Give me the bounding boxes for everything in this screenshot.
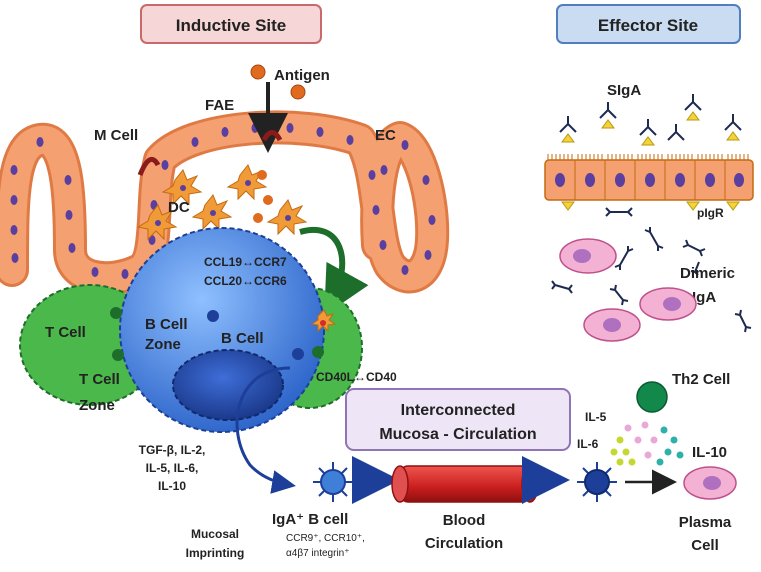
- effector-epithelium: [544, 154, 754, 201]
- b-cell-label: B Cell: [221, 330, 264, 347]
- ccl20-label: CCL20↔CCR6: [204, 274, 287, 288]
- il5-label: IL-5: [585, 410, 607, 424]
- t-cell-zone-label-1: T Cell: [79, 371, 120, 388]
- t-cell: [312, 346, 324, 358]
- b-cell: [292, 348, 304, 360]
- t-cell: [110, 307, 122, 319]
- blood-label-2: Circulation: [425, 535, 503, 552]
- circulating-b-cell: [577, 462, 617, 502]
- dc-nuclei: [155, 180, 291, 226]
- fae-label: FAE: [205, 97, 234, 114]
- germinal-center: [172, 349, 284, 421]
- interconnected-box: Interconnected Mucosa - Circulation: [345, 388, 571, 451]
- interconnected-title-2: Mucosa - Circulation: [379, 426, 536, 443]
- epithelium: [0, 110, 450, 296]
- receptors-label-2: α4β7 integrin⁺: [286, 548, 350, 559]
- inductive-site-title: Inductive Site: [176, 16, 287, 35]
- th2-cell: [636, 381, 668, 413]
- sIgA-molecules: [559, 94, 742, 141]
- blood-vessel: [352, 456, 570, 504]
- plasma-label-2: Cell: [691, 537, 719, 554]
- b-cell-zone-label-2: Zone: [145, 336, 181, 353]
- blood-label-1: Blood: [443, 512, 486, 529]
- ccl19-label: CCL19↔CCR7: [204, 255, 287, 269]
- siga-label: SIgA: [607, 82, 641, 99]
- effector-site-title: Effector Site: [598, 16, 698, 35]
- dimeric-label-1: Dimeric: [680, 265, 735, 282]
- t-cell: [112, 349, 124, 361]
- dimeric-iga: [551, 207, 752, 333]
- t-cell-label: T Cell: [45, 324, 86, 341]
- captured-antigens: [253, 170, 273, 223]
- plasma-cell: [683, 466, 737, 500]
- effector-site-box: Effector Site: [556, 4, 741, 44]
- secretory-component: [561, 111, 740, 211]
- effector-plasma-cells: [559, 238, 697, 342]
- cd40-label: CD40L↔CD40: [316, 370, 397, 384]
- interconnected-title-1: Interconnected: [401, 402, 516, 419]
- peyers-patch: [19, 227, 363, 433]
- plasma-label-1: Plasma: [679, 514, 732, 531]
- t-cell-zone-label-2: Zone: [79, 397, 115, 414]
- b-cell-zone-label-1: B Cell: [145, 316, 188, 333]
- iga-b-cell: [313, 462, 353, 502]
- dc-migration-arrow: [299, 227, 369, 316]
- antigen-particle: [250, 64, 266, 80]
- m-cell: [137, 156, 161, 176]
- dimeric-label-2: IgA: [692, 289, 716, 306]
- iga-b-cell-label: IgA⁺ B cell: [272, 511, 348, 528]
- il6-label: IL-6: [577, 437, 599, 451]
- receptors-label-1: CCR9⁺, CCR10⁺,: [286, 533, 365, 544]
- mucosal-label-1: Mucosal: [191, 527, 239, 541]
- cytokine-dots: [610, 421, 684, 466]
- inductive-site-box: Inductive Site: [140, 4, 322, 44]
- cytokines-label-1: TGF-β, IL-2,: [139, 443, 206, 457]
- ec-label: EC: [375, 127, 396, 144]
- cytokines-label-2: IL-5, IL-6,: [146, 461, 199, 475]
- b-cell-exit-arrow: [235, 366, 296, 494]
- antigen-label: Antigen: [274, 67, 330, 84]
- b-cell: [207, 310, 219, 322]
- th2-label: Th2 Cell: [672, 371, 730, 388]
- mucosal-label-2: Imprinting: [186, 546, 245, 560]
- cytokines-label-3: IL-10: [158, 479, 186, 493]
- m-cell: [261, 130, 283, 142]
- pigr-label: pIgR: [697, 206, 724, 220]
- m-cell-label: M Cell: [94, 127, 138, 144]
- dc-label: DC: [168, 199, 190, 216]
- antigen-particle: [290, 84, 306, 100]
- il10-label: IL-10: [692, 444, 727, 461]
